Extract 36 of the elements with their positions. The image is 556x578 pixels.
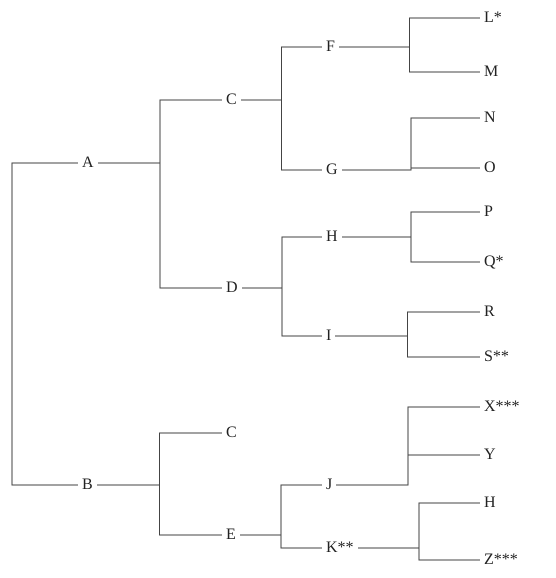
connector-line [240, 534, 322, 548]
connector-line [336, 454, 480, 486]
tree-node-label: O [480, 158, 500, 178]
tree-node-label: C [222, 423, 241, 443]
tree-node-label: H [480, 493, 500, 513]
tree-node-label: Z*** [480, 550, 522, 570]
connector-line [342, 168, 480, 170]
connector-line [358, 548, 480, 560]
tree-node-label: G [322, 160, 342, 180]
connector-line [334, 336, 480, 358]
connector-line [342, 236, 480, 262]
tree-node-label: D [222, 278, 242, 298]
connector-line [98, 162, 222, 288]
tree-node-label: Q* [480, 252, 508, 272]
tree-node-label: B [78, 475, 97, 495]
connector-line [240, 100, 322, 170]
tree-node-label: H [322, 227, 342, 247]
tree-node-label: N [480, 108, 500, 128]
connector-line [338, 46, 480, 72]
tree-node-label: J [322, 475, 336, 495]
tree-node-label: A [78, 153, 98, 173]
tree-node-label: L* [480, 8, 506, 28]
tree-node-label: R [480, 302, 499, 322]
connector-line [96, 484, 222, 536]
connector-line [242, 288, 322, 336]
tree-node-label: E [222, 525, 240, 545]
tree-node-label: P [480, 202, 497, 222]
tree-node-label: C [222, 90, 241, 110]
connector-line [12, 162, 78, 486]
tree-node-label: Y [480, 445, 500, 465]
tree-node-label: M [480, 62, 502, 82]
tree-node-label: K** [322, 538, 358, 558]
tree-node-label: S** [480, 347, 513, 367]
tree-node-label: F [322, 37, 339, 57]
tree-node-label: X*** [480, 397, 524, 417]
tree-node-label: I [322, 326, 336, 346]
